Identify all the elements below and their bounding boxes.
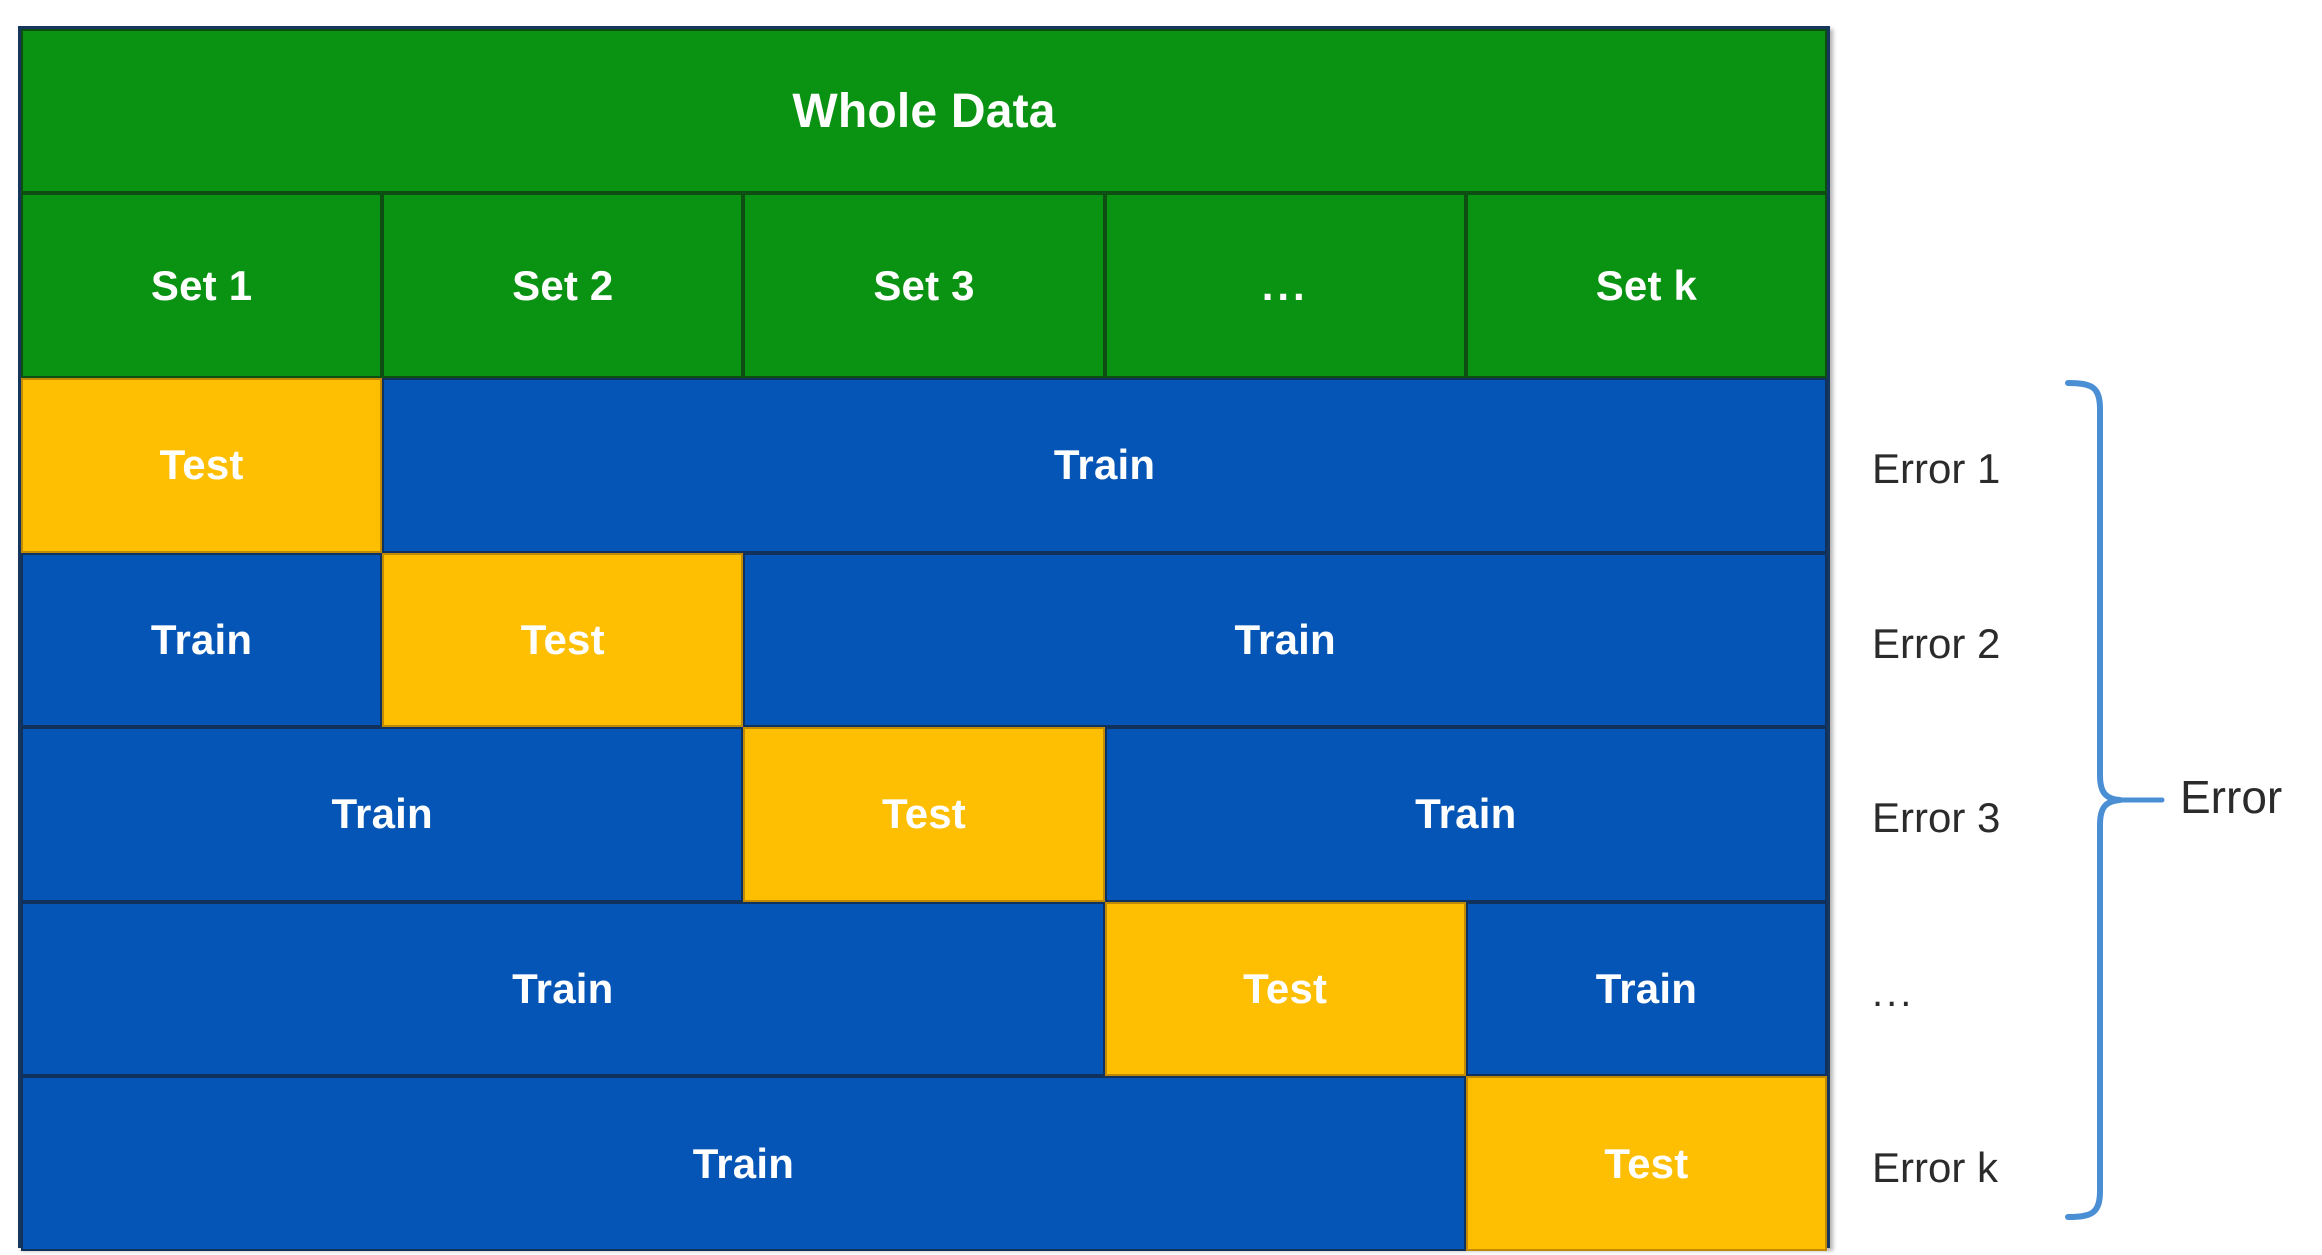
fold-3-train-segment-right: Train: [1104, 727, 1827, 902]
set-cell-ellipsis: ...: [1104, 193, 1466, 378]
set-cell-1: Set 1: [21, 193, 383, 378]
fold-5-test-segment: Test: [1465, 1076, 1827, 1251]
fold-1-test-segment: Test: [21, 378, 383, 553]
fold-5-train-segment: Train: [21, 1076, 1466, 1251]
fold-4-test-segment: Test: [1104, 901, 1466, 1077]
fold-3-train-segment-left: Train: [21, 727, 744, 902]
fold-row-5: Train Test: [21, 1076, 1827, 1251]
whole-data-row: Whole Data: [21, 29, 1827, 193]
aggregate-error-label: Error: [2180, 771, 2283, 823]
error-label-ellipsis: ...: [1872, 970, 1915, 1015]
set-cell-k: Set k: [1465, 193, 1828, 378]
fold-4-train-segment-left: Train: [21, 901, 1105, 1077]
fold-row-3: Train Test Train: [21, 727, 1827, 902]
fold-row-1: Test Train: [21, 378, 1827, 553]
kfold-table: Whole Data Set 1 Set 2 Set 3 ... Set k T…: [18, 26, 1830, 1251]
fold-4-train-segment-right: Train: [1465, 901, 1827, 1077]
error-label-3: Error 3: [1872, 794, 2001, 842]
error-label-2: Error 2: [1872, 619, 2001, 667]
fold-3-test-segment: Test: [743, 727, 1105, 902]
fold-row-4: Train Test Train: [21, 901, 1827, 1077]
fold-2-test-segment: Test: [382, 552, 744, 728]
set-cell-3: Set 3: [743, 193, 1105, 378]
error-label-column: Error 1 Error 2 Error 3 ... Error k: [1872, 382, 2072, 1218]
fold-2-train-segment-left: Train: [21, 552, 383, 728]
fold-row-2: Train Test Train: [21, 552, 1827, 728]
error-label-k: Error k: [1872, 1143, 1998, 1191]
set-header-row: Set 1 Set 2 Set 3 ... Set k: [21, 193, 1828, 378]
whole-data-banner: Whole Data: [21, 29, 1827, 193]
fold-1-train-segment: Train: [382, 378, 1827, 553]
set-cell-2: Set 2: [382, 193, 744, 378]
error-grouping-brace: [2062, 375, 2182, 1225]
fold-2-train-segment-right: Train: [743, 552, 1827, 728]
error-label-1: Error 1: [1872, 445, 2001, 493]
